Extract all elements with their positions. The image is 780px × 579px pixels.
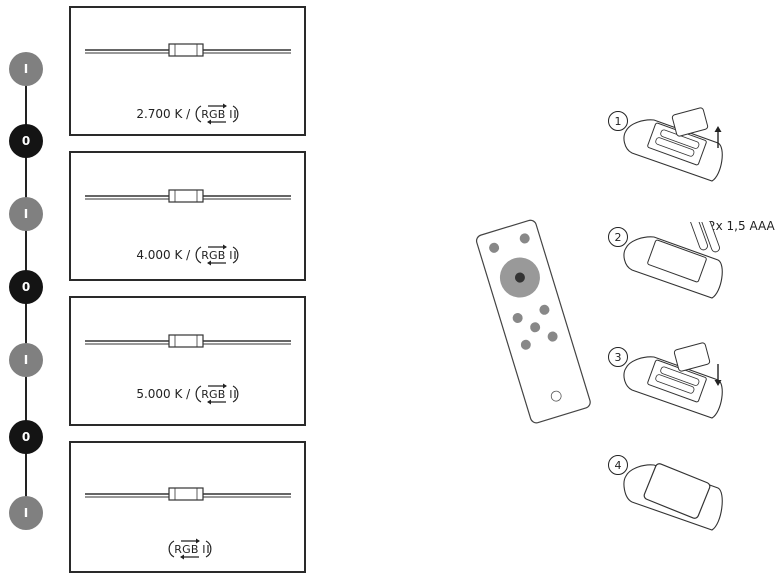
lamp-icon [85, 43, 291, 57]
mode-panel: RGB I [69, 441, 306, 573]
state-dot-on: I [9, 343, 43, 377]
battery-spec-label: 2x 1,5 AAA [708, 219, 775, 233]
mode-panel: 5.000 K / RGB I [69, 296, 306, 426]
battery-icon [623, 222, 723, 299]
battery-icon [623, 463, 723, 531]
step-number: 4 [608, 455, 628, 475]
state-dot-off: 0 [9, 124, 43, 158]
cycle-arrows-icon [195, 103, 239, 125]
color-temperature-label: 2.700 K / [136, 107, 191, 121]
rgb-mode-badge: RGB I [194, 103, 239, 125]
arrow-up-icon [714, 126, 722, 148]
color-temperature-label: 5.000 K / [136, 387, 191, 401]
battery-icon [623, 342, 723, 419]
rgb-mode-badge: RGB I [194, 244, 239, 266]
remote-control-icon [475, 219, 591, 424]
lamp-icon [85, 487, 291, 501]
lamp-icon [85, 189, 291, 203]
battery-icon [623, 107, 723, 182]
step-number: 1 [608, 111, 628, 131]
mode-panel: 4.000 K / RGB I [69, 151, 306, 281]
mode-panel: 2.700 K / RGB I [69, 6, 306, 136]
rgb-mode-badge: RGB I [194, 383, 239, 405]
arrow-down-icon [714, 364, 722, 386]
cycle-arrows-icon [195, 244, 239, 266]
step-number: 3 [608, 347, 628, 367]
color-temperature-label: 4.000 K / [136, 248, 191, 262]
state-dot-on: I [9, 197, 43, 231]
step-number: 2 [608, 227, 628, 247]
cycle-arrows-icon [195, 383, 239, 405]
state-dot-on: I [9, 496, 43, 530]
state-dot-on: I [9, 52, 43, 86]
cycle-arrows-icon [168, 538, 212, 560]
rgb-mode-badge: RGB I [167, 538, 212, 560]
lamp-icon [85, 334, 291, 348]
state-dot-off: 0 [9, 270, 43, 304]
state-dot-off: 0 [9, 420, 43, 454]
